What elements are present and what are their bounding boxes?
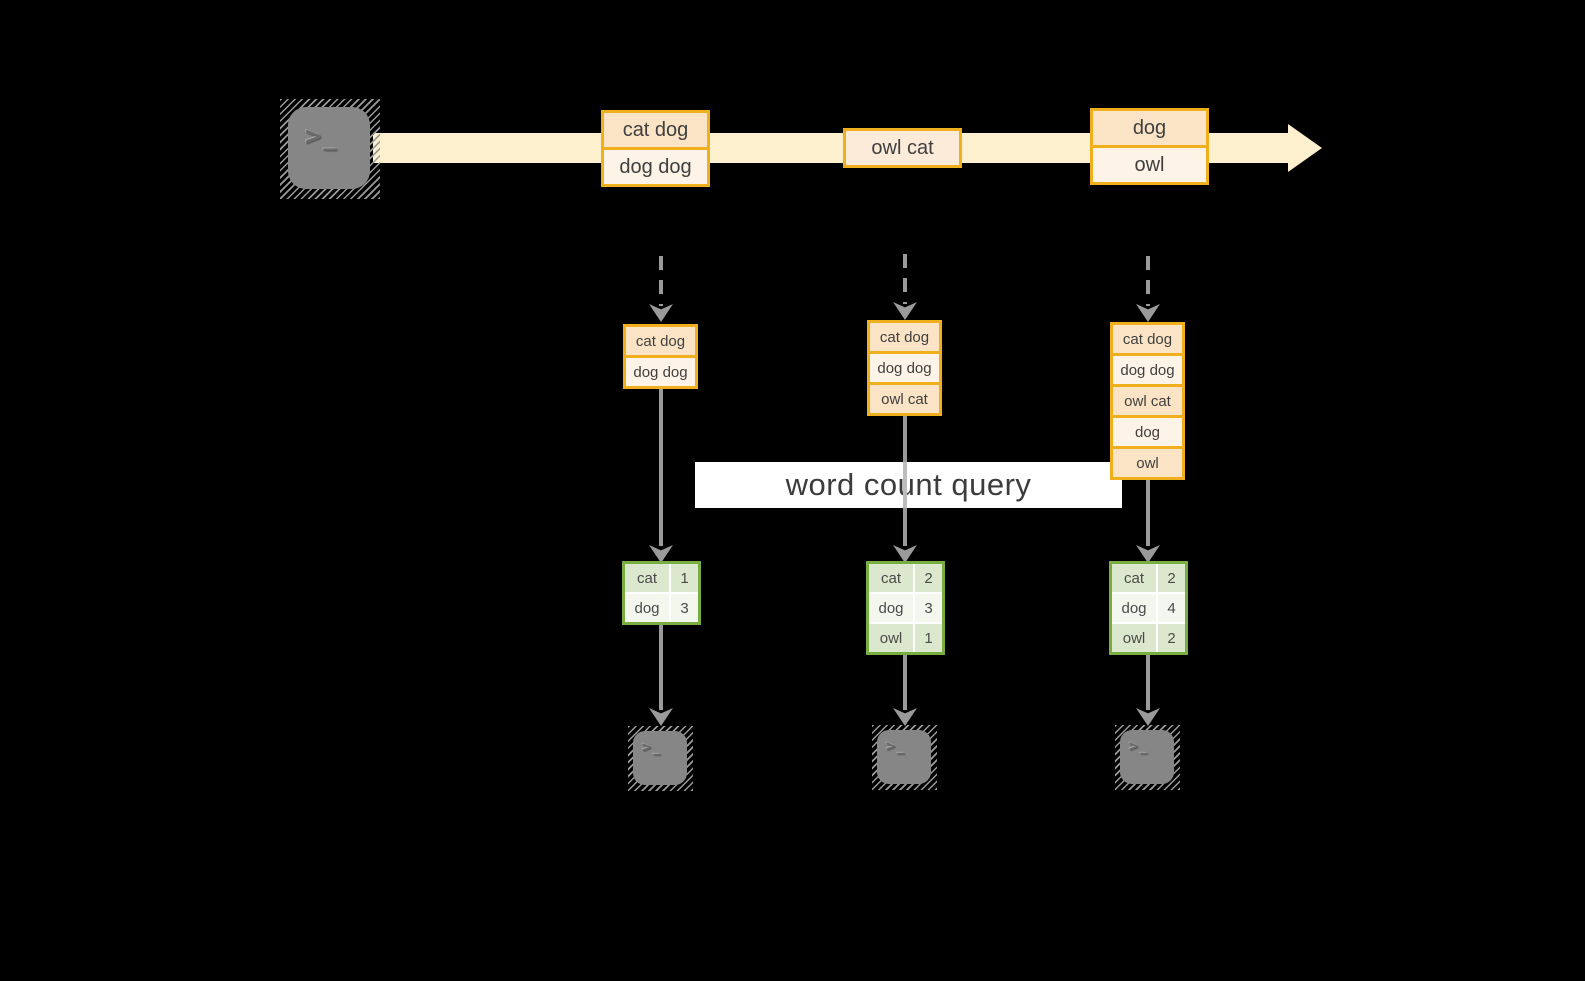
buffer-item-label: dog dog xyxy=(1113,356,1182,384)
table-cell-word: cat xyxy=(625,564,669,592)
count-table-col1: cat 1 dog 3 xyxy=(622,561,701,625)
arrowhead-icon xyxy=(893,302,917,320)
arrowhead-icon xyxy=(893,708,917,726)
buffer-item-label: dog xyxy=(1113,418,1182,446)
buffer-stack-col1: cat dog dog dog xyxy=(623,324,698,389)
table-cell-word: cat xyxy=(869,564,913,592)
sink-terminal-icon-3: >_ xyxy=(1115,725,1180,790)
stream-item-label: dog dog xyxy=(604,150,707,184)
stream-item-label: owl xyxy=(1093,148,1206,182)
buffer-item-label: owl cat xyxy=(870,385,939,413)
arrowhead-icon xyxy=(1136,304,1160,322)
count-table-col2: cat 2 dog 3 owl 1 xyxy=(866,561,945,655)
terminal-prompt-icon: >_ xyxy=(642,738,660,756)
source-terminal-icon: >_ xyxy=(280,99,380,199)
stream-batch-3: dog owl xyxy=(1090,108,1209,185)
table-cell-word: dog xyxy=(869,594,913,622)
buffer-item-label: dog dog xyxy=(870,354,939,382)
sink-terminal-icon-2: >_ xyxy=(872,725,937,790)
prompt-chevron: > xyxy=(305,121,322,152)
table-cell-word: dog xyxy=(1112,594,1156,622)
prompt-chevron: > xyxy=(886,737,896,755)
query-banner-label: word count query xyxy=(785,467,1032,502)
terminal-body: >_ xyxy=(288,107,370,189)
buffer-item-label: owl xyxy=(1113,449,1182,477)
terminal-body: >_ xyxy=(877,730,931,784)
arrowhead-icon xyxy=(1136,708,1160,726)
arrowhead-icon xyxy=(649,304,673,322)
table-cell-value: 1 xyxy=(671,564,698,592)
query-arrow-col1 xyxy=(659,389,663,546)
buffer-item-label: cat dog xyxy=(1113,325,1182,353)
stream-item-label: cat dog xyxy=(604,113,707,147)
stream-batch-2: owl cat xyxy=(843,128,962,168)
table-cell-value: 3 xyxy=(915,594,942,622)
query-banner: word count query xyxy=(695,462,1122,508)
arrowhead-icon xyxy=(649,708,673,726)
ingest-arrow-col3 xyxy=(1146,256,1150,306)
stream-batch-1: cat dog dog dog xyxy=(601,110,710,187)
terminal-prompt-icon: >_ xyxy=(1129,737,1147,755)
buffer-stack-col3: cat dog dog dog owl cat dog owl xyxy=(1110,322,1185,480)
table-cell-word: dog xyxy=(625,594,669,622)
stream-item-label: owl cat xyxy=(846,131,959,165)
prompt-chevron: > xyxy=(642,738,652,756)
stream-item-label: dog xyxy=(1093,111,1206,145)
table-cell-word: cat xyxy=(1112,564,1156,592)
ingest-arrow-col2 xyxy=(903,254,907,304)
buffer-stack-col2: cat dog dog dog owl cat xyxy=(867,320,942,416)
table-cell-value: 2 xyxy=(1158,624,1185,652)
terminal-body: >_ xyxy=(633,731,687,785)
buffer-item-label: cat dog xyxy=(626,327,695,355)
stream-arrowhead-icon xyxy=(1288,124,1322,172)
prompt-underscore: _ xyxy=(897,740,905,754)
buffer-item-label: owl cat xyxy=(1113,387,1182,415)
prompt-underscore: _ xyxy=(1140,740,1148,754)
ingest-arrow-col1 xyxy=(659,256,663,306)
query-arrow-overlap xyxy=(903,462,907,508)
table-cell-value: 2 xyxy=(1158,564,1185,592)
table-cell-value: 3 xyxy=(671,594,698,622)
terminal-body: >_ xyxy=(1120,730,1174,784)
output-arrow-col2 xyxy=(903,655,907,710)
sink-terminal-icon-1: >_ xyxy=(628,726,693,791)
output-arrow-col3 xyxy=(1146,655,1150,710)
terminal-prompt-icon: >_ xyxy=(305,121,337,152)
table-cell-value: 1 xyxy=(915,624,942,652)
buffer-item-label: dog dog xyxy=(626,358,695,386)
table-cell-value: 2 xyxy=(915,564,942,592)
count-table-col3: cat 2 dog 4 owl 2 xyxy=(1109,561,1188,655)
output-arrow-col1 xyxy=(659,625,663,710)
prompt-underscore: _ xyxy=(323,125,337,151)
terminal-prompt-icon: >_ xyxy=(886,737,904,755)
query-arrow-col3 xyxy=(1146,478,1150,546)
buffer-item-label: cat dog xyxy=(870,323,939,351)
prompt-chevron: > xyxy=(1129,737,1139,755)
table-cell-word: owl xyxy=(869,624,913,652)
table-cell-word: owl xyxy=(1112,624,1156,652)
prompt-underscore: _ xyxy=(653,741,661,755)
table-cell-value: 4 xyxy=(1158,594,1185,622)
